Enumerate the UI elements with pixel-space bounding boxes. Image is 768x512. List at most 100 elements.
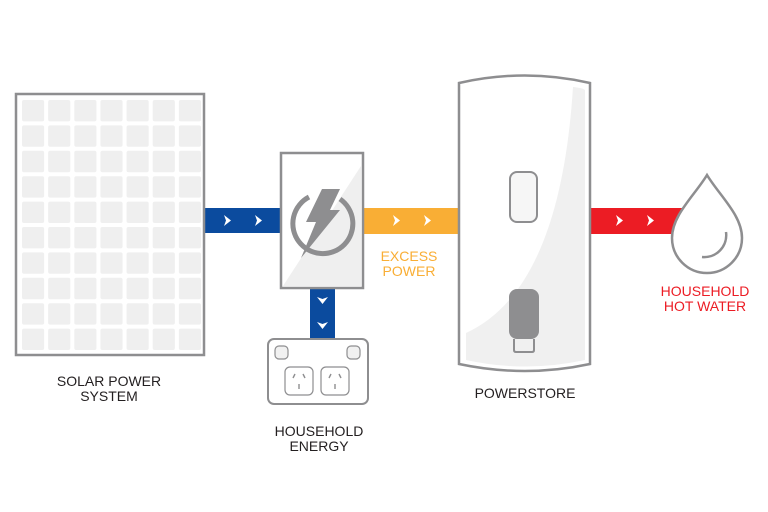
solar-cell	[100, 303, 123, 325]
hot-water-label-line2: HOT WATER	[664, 298, 746, 314]
solar-cell	[178, 201, 201, 223]
solar-label-line2: SYSTEM	[80, 388, 138, 404]
solar-cell	[48, 227, 71, 249]
solar-cell	[152, 125, 175, 147]
solar-cell	[74, 277, 97, 300]
solar-panel	[14, 92, 206, 357]
power-outlet	[267, 338, 369, 405]
solar-cell	[48, 201, 71, 223]
water-drop-icon	[670, 172, 744, 275]
excess-power-label-line1: EXCESS	[381, 248, 438, 264]
solar-cell	[22, 150, 45, 173]
powerstore-tank	[457, 74, 592, 373]
solar-cell	[74, 201, 97, 223]
solar-cell	[74, 176, 97, 198]
solar-cell	[152, 277, 175, 300]
excess-power-flow	[362, 208, 460, 234]
lightning-power-icon	[290, 189, 356, 258]
solar-cell	[48, 277, 71, 300]
solar-cell	[126, 176, 149, 198]
arrow-right-icon	[647, 215, 654, 226]
arrow-right-icon	[255, 215, 262, 226]
arrow-right-icon	[424, 215, 431, 226]
socket-icon	[284, 366, 314, 396]
solar-cell	[74, 125, 97, 147]
solar-cell	[178, 252, 201, 274]
inverter	[279, 151, 365, 290]
household-energy-label-line2: ENERGY	[289, 438, 349, 454]
socket-icon	[320, 366, 350, 396]
solar-cell	[48, 328, 71, 350]
solar-cell	[178, 277, 201, 300]
display-panel	[509, 171, 538, 223]
solar-label-line1: SOLAR POWER	[57, 373, 161, 389]
solar-cell	[152, 201, 175, 223]
solar-cell	[48, 176, 71, 198]
solar-cell	[178, 176, 201, 198]
solar-cell	[48, 100, 71, 122]
hot-water-label-line1: HOUSEHOLD	[661, 283, 750, 299]
solar-cell	[178, 328, 201, 350]
solar-cell	[48, 252, 71, 274]
switch-icon	[274, 345, 289, 360]
solar-cell	[126, 277, 149, 300]
solar-cell	[126, 201, 149, 223]
solar-cell	[100, 252, 123, 274]
excess-power-label-line2: POWER	[383, 263, 436, 279]
arrow-down-icon	[317, 322, 328, 329]
solar-cell	[152, 100, 175, 122]
solar-cell	[22, 176, 45, 198]
arrow-right-icon	[393, 215, 400, 226]
solar-cell	[48, 150, 71, 173]
solar-to-inverter-flow	[204, 208, 282, 233]
solar-cell	[48, 125, 71, 147]
solar-cell	[74, 100, 97, 122]
switch-icon	[346, 345, 361, 360]
solar-cell	[22, 125, 45, 147]
solar-cell	[74, 150, 97, 173]
solar-cell	[100, 201, 123, 223]
solar-cell	[48, 303, 71, 325]
hot-water-flow	[589, 208, 684, 234]
solar-cell	[22, 227, 45, 249]
outlet-valve	[509, 289, 539, 339]
solar-cell	[22, 303, 45, 325]
arrow-right-icon	[616, 215, 623, 226]
solar-cell	[100, 125, 123, 147]
solar-cell	[100, 227, 123, 249]
solar-cell	[152, 227, 175, 249]
solar-cell	[152, 328, 175, 350]
solar-cell	[178, 125, 201, 147]
solar-cell	[152, 252, 175, 274]
solar-cell	[152, 176, 175, 198]
arrow-down-icon	[317, 297, 328, 304]
solar-cell	[22, 328, 45, 350]
solar-cell	[22, 100, 45, 122]
solar-cell	[126, 227, 149, 249]
solar-cell	[178, 303, 201, 325]
solar-cell	[178, 227, 201, 249]
powerstore-label: POWERSTORE	[475, 385, 576, 401]
solar-cell	[22, 277, 45, 300]
solar-cell	[126, 328, 149, 350]
solar-cell	[74, 227, 97, 249]
solar-cell	[152, 303, 175, 325]
solar-cell	[100, 150, 123, 173]
solar-cell	[126, 125, 149, 147]
solar-cell	[126, 150, 149, 173]
arrow-right-icon	[224, 215, 231, 226]
solar-cell	[74, 303, 97, 325]
solar-cell	[22, 201, 45, 223]
solar-cell	[126, 303, 149, 325]
solar-cell	[152, 150, 175, 173]
solar-cell	[22, 252, 45, 274]
household-energy-label-line1: HOUSEHOLD	[275, 423, 364, 439]
solar-cell	[74, 328, 97, 350]
solar-cell	[100, 100, 123, 122]
inverter-to-household-flow	[310, 287, 335, 341]
solar-cell	[100, 328, 123, 350]
solar-cell	[100, 176, 123, 198]
solar-cell	[126, 100, 149, 122]
solar-cell	[178, 150, 201, 173]
